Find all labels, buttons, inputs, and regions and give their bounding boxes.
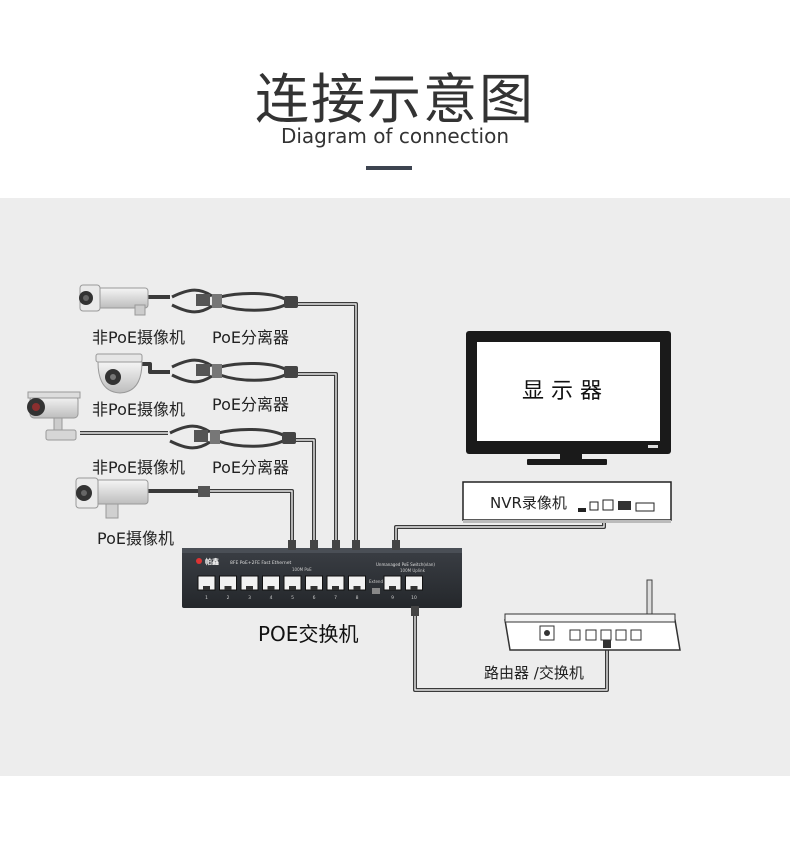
label-monitor: 显 示 器 <box>522 379 602 404</box>
label-switch: POE交换机 <box>258 622 359 646</box>
port-number-label: 9 <box>391 595 394 601</box>
large-bullet-camera-icon <box>27 391 81 441</box>
ethernet-port-notch <box>389 586 396 590</box>
label-poe-splitter-1: PoE分离器 <box>212 328 289 347</box>
cable-cam2 <box>142 362 170 374</box>
page-title: 连接示意图 <box>255 68 535 131</box>
cable-splitter2-switch <box>297 372 338 548</box>
poe-camera-icon <box>75 477 149 519</box>
port-number-label: 10 <box>411 595 417 601</box>
switch-poe-label: 100M PoE <box>292 567 312 572</box>
poe-switch-icon: 帕鑫 8FE PoE+2FE Fast Ethernet 100M PoE Un… <box>182 548 462 608</box>
port-number-label: 7 <box>334 595 337 601</box>
poe-camera-connector <box>198 486 210 497</box>
switch-extend-label: Extend <box>369 579 383 584</box>
switch-brand: 帕鑫 <box>205 557 219 566</box>
ethernet-port-notch <box>267 586 275 590</box>
title-divider <box>366 166 412 170</box>
poe-splitter-2 <box>171 358 298 384</box>
label-non-poe-camera-2: 非PoE摄像机 <box>92 400 185 419</box>
ethernet-port-notch <box>224 586 232 590</box>
cable-poe-camera-switch <box>210 489 294 548</box>
ethernet-port-notch <box>410 586 418 590</box>
switch-uplink-label: 100M Uplink <box>400 568 426 573</box>
label-nvr: NVR录像机 <box>490 494 567 512</box>
label-poe-splitter-2: PoE分离器 <box>212 395 289 414</box>
switch-spec: 8FE PoE+2FE Fast Ethernet <box>230 560 291 566</box>
label-non-poe-camera-3: 非PoE摄像机 <box>92 458 185 477</box>
port-number-label: 6 <box>313 595 316 601</box>
label-poe-splitter-3: PoE分离器 <box>212 458 289 477</box>
port-number-label: 8 <box>356 595 359 601</box>
poe-splitter-3 <box>169 424 296 450</box>
switch-plugs <box>288 540 419 616</box>
ethernet-port-notch <box>353 586 361 590</box>
port-number-label: 4 <box>270 595 273 601</box>
router-icon <box>504 579 681 651</box>
port-number-label: 3 <box>248 595 251 601</box>
label-router: 路由器 /交换机 <box>484 664 584 682</box>
bullet-camera-icon <box>79 284 149 316</box>
port-number-label: 2 <box>227 595 230 601</box>
ethernet-port-notch <box>246 586 253 590</box>
ethernet-port-notch <box>203 586 210 590</box>
dome-camera-icon <box>95 353 143 394</box>
port-number-label: 1 <box>205 595 208 601</box>
page-subtitle: Diagram of connection <box>280 124 510 148</box>
switch-port-numbers: 1 2 3 4 5 6 7 8 9 10 <box>205 595 417 601</box>
port-number-label: 5 <box>291 595 294 601</box>
monitor-icon <box>466 331 671 465</box>
cable-splitter1-switch <box>297 302 358 548</box>
label-non-poe-camera-1: 非PoE摄像机 <box>92 328 185 347</box>
cable-splitter3-switch <box>296 438 316 548</box>
label-poe-camera: PoE摄像机 <box>97 529 174 548</box>
ethernet-port-notch <box>332 586 339 590</box>
ethernet-port-notch <box>310 586 318 590</box>
cables <box>80 295 609 692</box>
poe-splitter-1 <box>171 288 298 314</box>
nvr-icon <box>462 481 672 523</box>
switch-uplink-title: Unmanaged PoE Switch(vlan) <box>376 562 435 567</box>
switch-ports <box>197 575 423 591</box>
ethernet-port-notch <box>289 586 296 590</box>
